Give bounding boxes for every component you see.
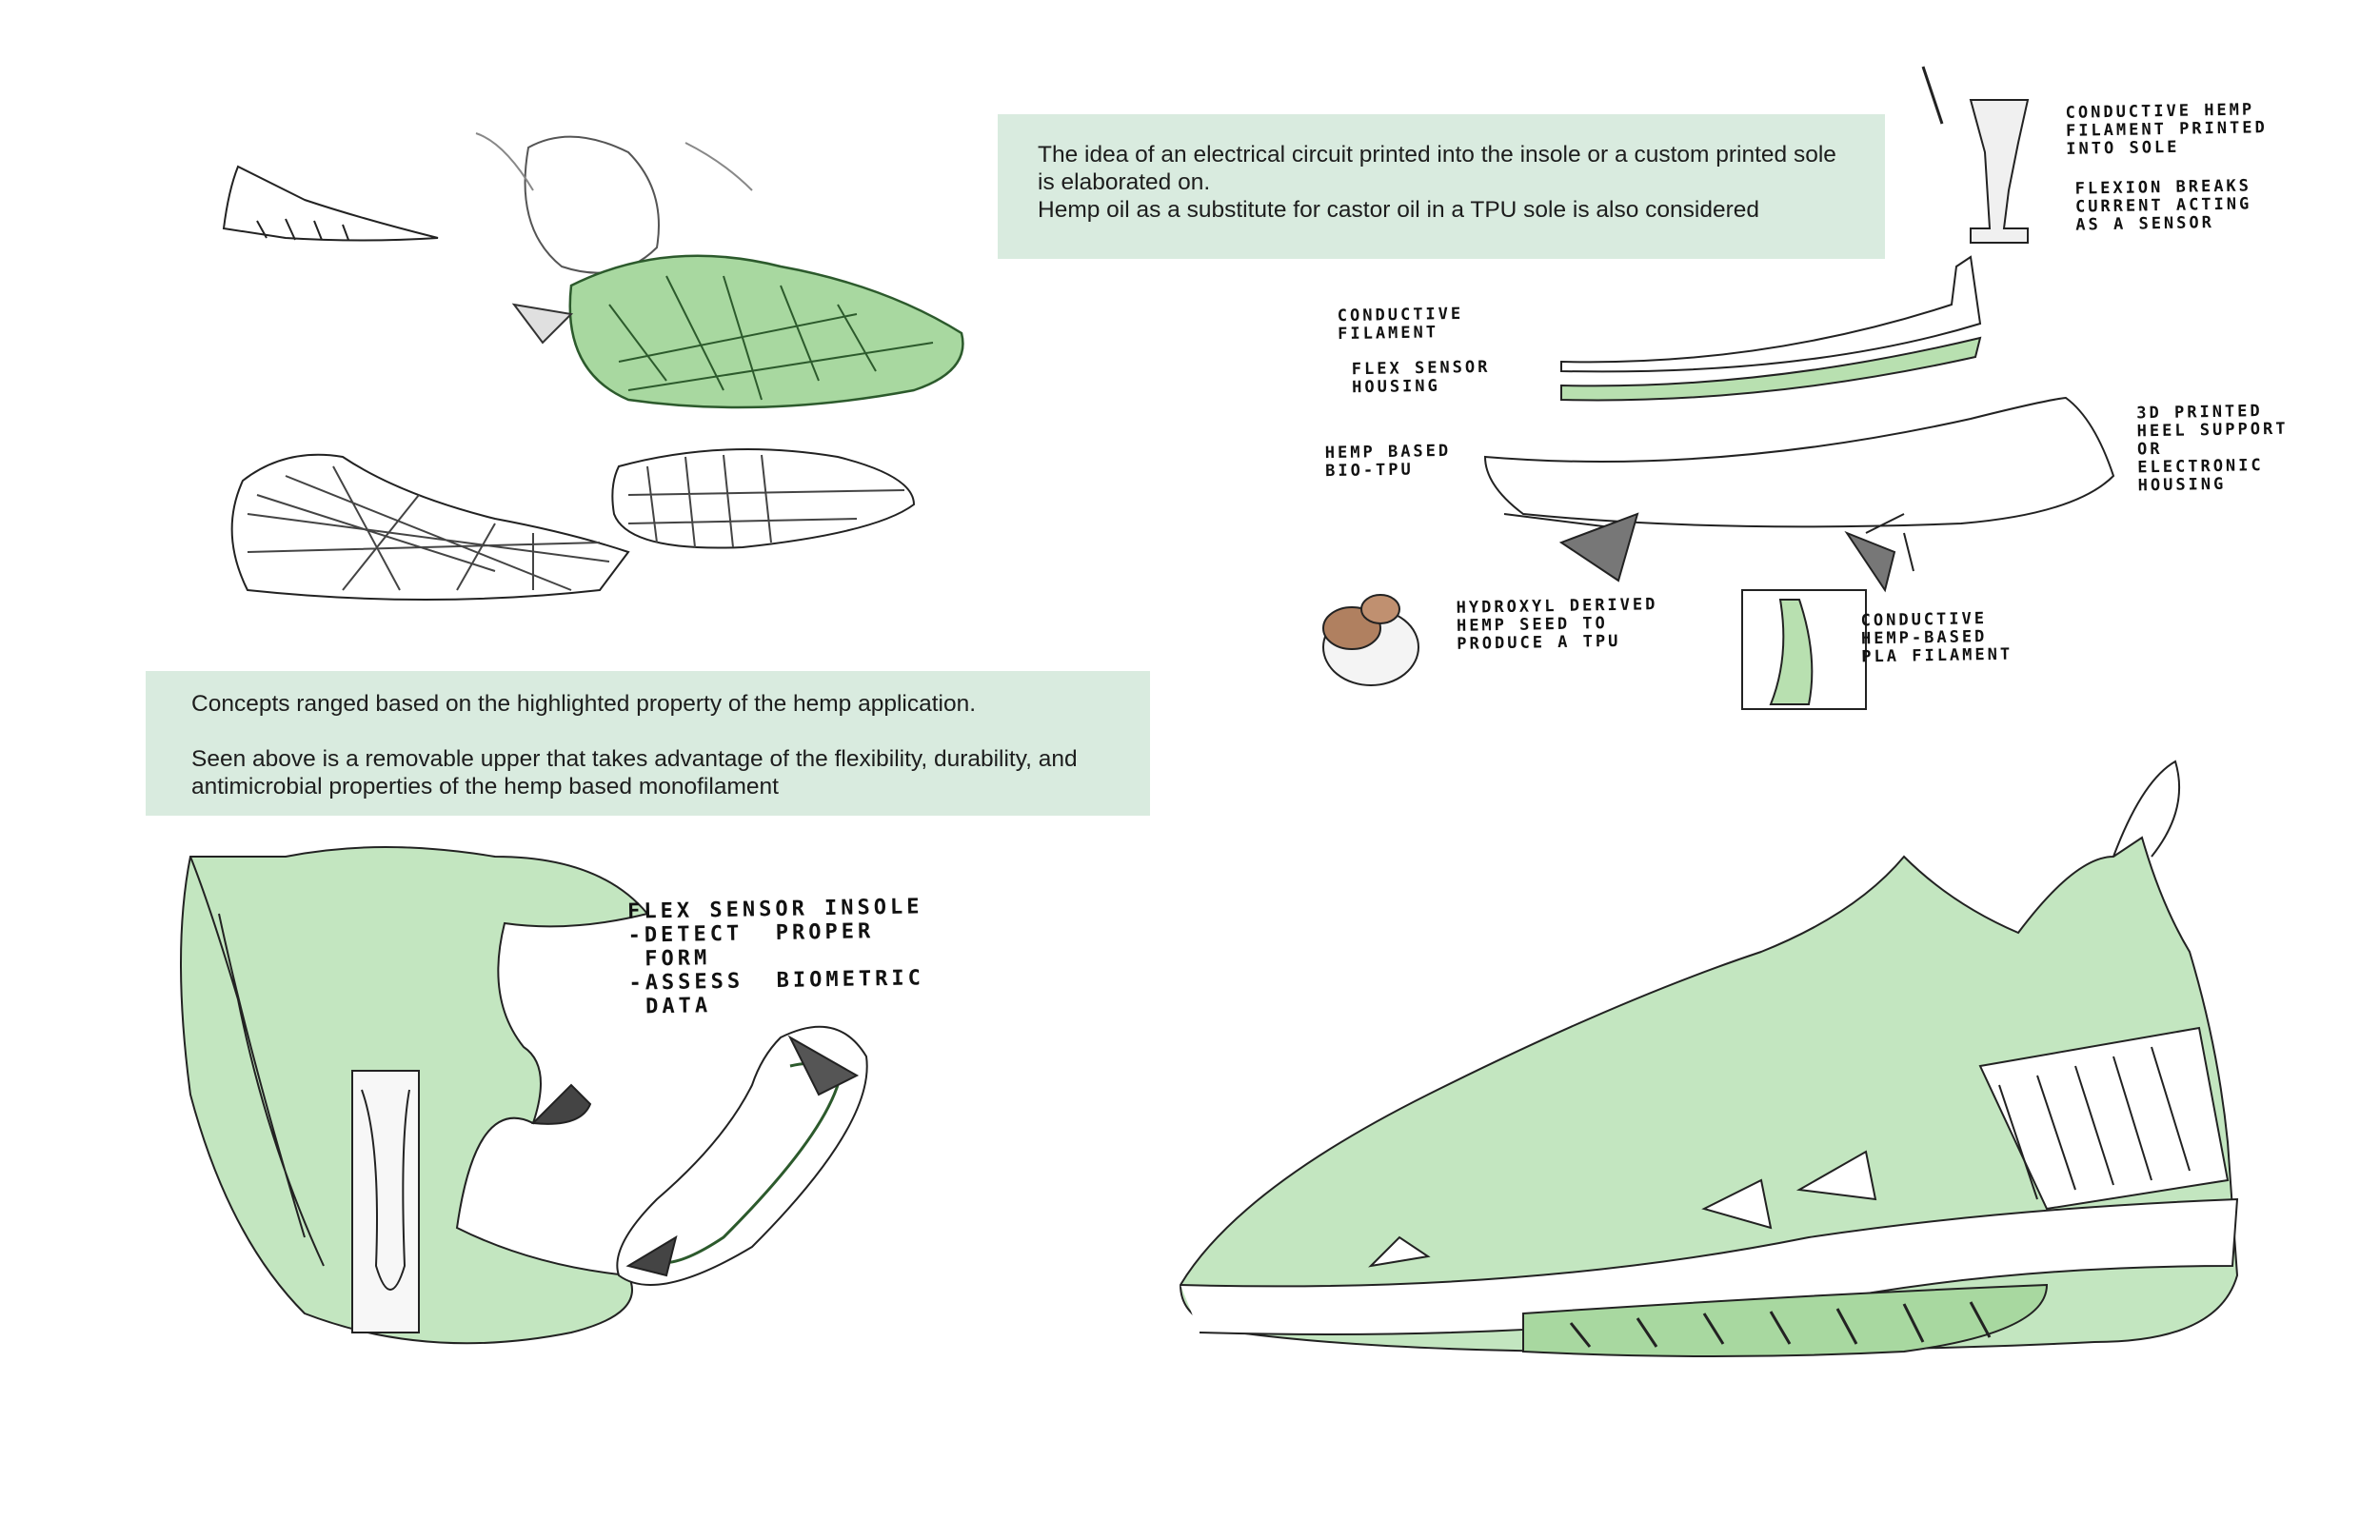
caption-text: Concepts ranged based on the highlighted… bbox=[191, 691, 977, 717]
caption-text: Hemp oil as a substitute for castor oil … bbox=[1038, 197, 1760, 223]
annotation-conductive-filament: CONDUCTIVE FILAMENT bbox=[1337, 304, 1464, 345]
annotation-flex-sensor-housing: FLEX SENSOR HOUSING bbox=[1351, 357, 1491, 398]
caption-text: The idea of an electrical circuit printe… bbox=[1038, 142, 1836, 195]
wrapped-shoe-sketch bbox=[230, 453, 630, 601]
main-shoe-sketch bbox=[1179, 760, 2239, 1357]
insole-sketch bbox=[616, 1025, 868, 1286]
annotation-hydroxyl: HYDROXYL DERIVED HEMP SEED TO PRODUCE A … bbox=[1456, 595, 1658, 654]
annotation-pla-filament: CONDUCTIVE HEMP-BASED PLA FILAMENT bbox=[1860, 609, 2013, 667]
annotation-heel-support: 3D PRINTED HEEL SUPPORT OR ELECTRONIC HO… bbox=[2136, 402, 2289, 496]
annotation-insole-notes: FLEX SENSOR INSOLE -DETECT PROPER FORM -… bbox=[626, 895, 925, 1019]
annotation-flexion: FLEXION BREAKS CURRENT ACTING AS A SENSO… bbox=[2074, 176, 2252, 235]
annotation-conductive-hemp: CONDUCTIVE HEMP FILAMENT PRINTED INTO SO… bbox=[2065, 100, 2268, 159]
insole-boot-sketch bbox=[180, 846, 649, 1345]
sole-cross-section-sketch bbox=[1483, 66, 2115, 710]
hemp-seed-sketch bbox=[1322, 594, 1419, 686]
concept-range-caption: Concepts ranged based on the highlighted… bbox=[146, 671, 1150, 816]
small-shoe-sketch bbox=[222, 165, 439, 242]
caption-text: Seen above is a removable upper that tak… bbox=[191, 746, 1078, 800]
annotation-hemp-bio-tpu: HEMP BASED BIO-TPU bbox=[1324, 441, 1452, 482]
circuit-concept-caption: The idea of an electrical circuit printe… bbox=[998, 114, 1885, 259]
outsole-sketch bbox=[611, 448, 916, 549]
lattice-shoe-sketch bbox=[475, 132, 964, 409]
